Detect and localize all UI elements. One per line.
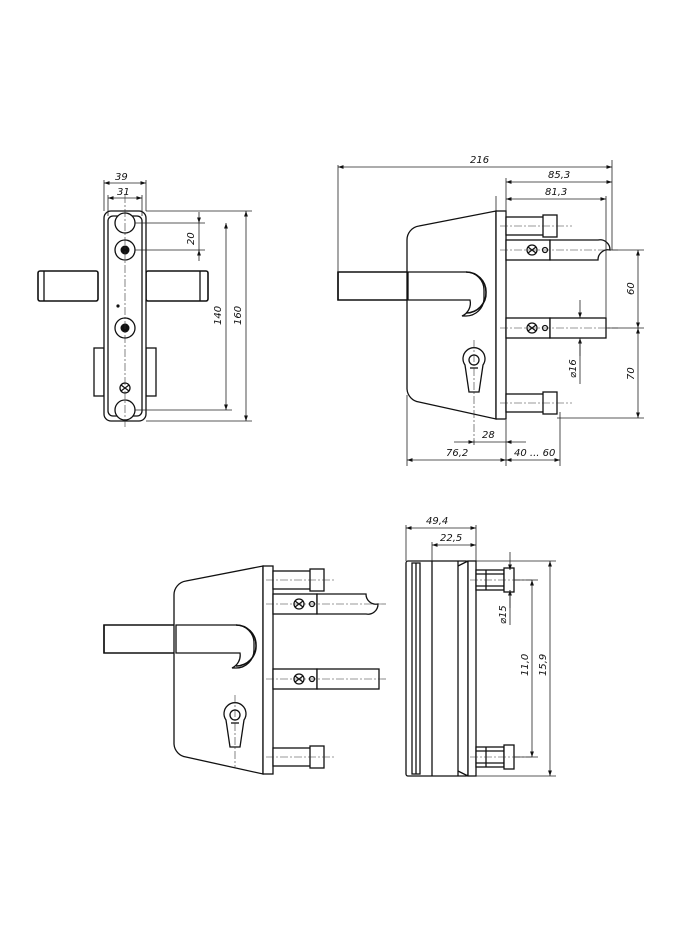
dim-depth-inner: 22,5 <box>440 533 462 544</box>
end-view: 49,4 22,5 ⌀15 11,0 15,9 <box>405 516 556 777</box>
dim-overall-length: 216 <box>470 155 489 166</box>
side-view: 216 85,3 81,3 60 70 ⌀16 28 76,2 40 ... 6… <box>337 155 644 466</box>
dim-width-outer: 39 <box>115 172 128 183</box>
dim-hole-spacing: 20 <box>186 232 197 245</box>
dim-profile-range: 40 ... 60 <box>514 448 555 459</box>
lock-case <box>406 210 497 420</box>
dim-bolt-diameter-end: ⌀15 <box>498 605 509 624</box>
dim-length-b: 81,3 <box>545 187 567 198</box>
dim-height-outer-end: 15,9 <box>538 654 549 676</box>
side-view-opposite <box>103 565 386 775</box>
front-view: 39 31 20 140 160 <box>37 172 252 428</box>
dim-bolt-spacing-lower: 70 <box>626 367 637 380</box>
dim-bolt-spacing-upper: 60 <box>626 282 637 295</box>
dim-cylinder-offset: 28 <box>482 430 495 441</box>
dim-height-inner: 140 <box>213 306 224 325</box>
side-block-left <box>93 347 105 397</box>
dim-height-outer: 160 <box>233 306 244 325</box>
dim-width-inner: 31 <box>117 187 130 198</box>
lever-right <box>145 270 209 302</box>
dim-depth-outer: 49,4 <box>426 516 448 527</box>
dim-height-inner-end: 11,0 <box>520 654 531 676</box>
lever-left <box>37 270 99 302</box>
end-plate <box>467 560 477 777</box>
mounting-plate <box>495 210 507 420</box>
side-block-right <box>145 347 157 397</box>
dim-backset: 76,2 <box>446 448 468 459</box>
lock-case-opposite <box>173 565 264 775</box>
dim-length-a: 85,3 <box>548 170 570 181</box>
end-body <box>405 560 469 777</box>
dim-bolt-diameter: ⌀16 <box>568 359 579 378</box>
mounting-plate-opposite <box>262 565 274 775</box>
